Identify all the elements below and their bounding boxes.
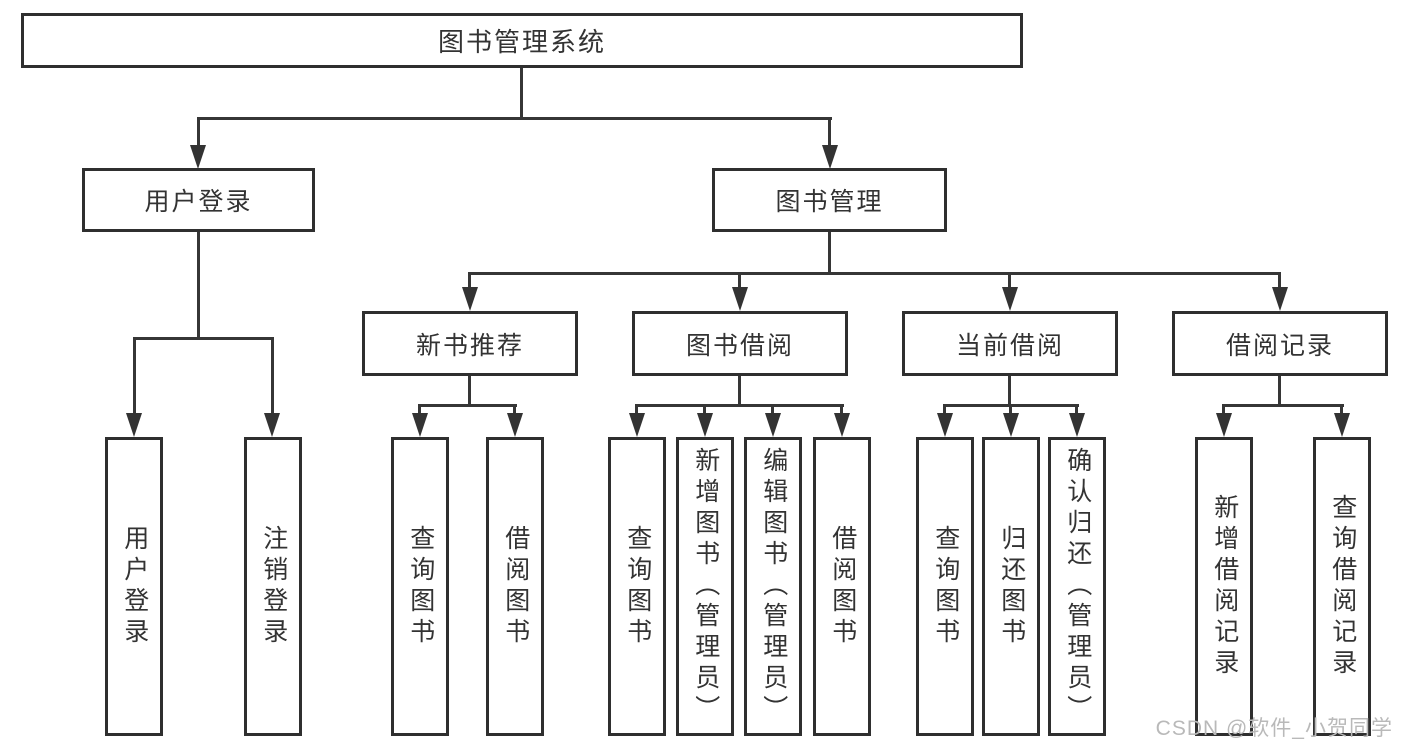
arrowhead-icon [697,413,713,437]
node-label: 新增图书（管理员） [691,447,720,726]
connector-line [468,376,471,406]
arrowhead-icon [629,413,645,437]
node-leaf-edit-books-admin: 编辑图书（管理员） [744,437,802,736]
node-new-book-recommend: 新书推荐 [362,311,578,376]
node-leaf-logout: 注销登录 [244,437,302,736]
node-label: 归还图书 [997,524,1026,649]
node-label: 新书推荐 [415,331,524,360]
arrowhead-icon [765,413,781,437]
node-label: 编辑图书（管理员） [759,447,788,726]
node-label: 图书借阅 [685,331,794,360]
arrowhead-icon [412,413,428,437]
node-user-login: 用户登录 [82,168,315,232]
connector-line [840,404,843,416]
arrowhead-icon [264,413,280,437]
connector-line [197,117,832,120]
connector-line [1278,272,1281,290]
connector-line [418,404,421,416]
connector-line [513,404,516,416]
connector-line [1009,404,1012,416]
node-label: 图书管理 [775,188,884,216]
node-label: 查询图书 [406,524,435,649]
node-leaf-borrow-books-recommend: 借阅图书 [486,437,544,736]
connector-line [197,232,200,337]
connector-line [828,117,831,147]
node-leaf-user-login: 用户登录 [105,437,163,736]
connector-line [271,337,274,415]
node-label: 用户登录 [144,188,253,216]
node-label: 查询图书 [931,524,960,649]
arrowhead-icon [822,145,838,169]
arrowhead-icon [1334,413,1350,437]
node-label: 用户登录 [120,524,149,649]
node-leaf-return-books: 归还图书 [982,437,1040,736]
arrowhead-icon [1003,413,1019,437]
connector-line [468,272,471,290]
node-leaf-borrow-books: 借阅图书 [813,437,871,736]
arrowhead-icon [732,287,748,311]
node-leaf-confirm-return-admin: 确认归还（管理员） [1048,437,1106,736]
connector-line [771,404,774,416]
arrowhead-icon [190,145,206,169]
connector-line [133,337,274,340]
node-label: 查询借阅记录 [1328,493,1357,680]
node-label: 注销登录 [259,524,288,649]
connector-line [1008,272,1011,290]
connector-line [1008,376,1011,406]
node-current-borrowing: 当前借阅 [902,311,1118,376]
arrowhead-icon [1216,413,1232,437]
connector-line [1222,404,1225,416]
connector-line [520,68,523,117]
node-borrow-records: 借阅记录 [1172,311,1388,376]
node-leaf-query-borrow-record: 查询借阅记录 [1313,437,1371,736]
node-label: 确认归还（管理员） [1063,447,1092,726]
node-label: 借阅记录 [1225,331,1334,360]
arrowhead-icon [126,413,142,437]
connector-line [635,404,638,416]
arrowhead-icon [1002,287,1018,311]
connector-line [635,404,844,407]
node-label: 借阅图书 [501,524,530,649]
node-label: 图书管理系统 [437,27,606,57]
node-book-borrowing: 图书借阅 [632,311,848,376]
node-leaf-query-books-current: 查询图书 [916,437,974,736]
node-leaf-query-books-borrowing: 查询图书 [608,437,666,736]
node-library-management-system: 图书管理系统 [21,13,1023,68]
arrowhead-icon [1272,287,1288,311]
connector-line [943,404,946,416]
connector-line [703,404,706,416]
connector-line [738,376,741,406]
arrowhead-icon [507,413,523,437]
arrowhead-icon [462,287,478,311]
connector-line [1075,404,1078,416]
node-label: 新增借阅记录 [1210,493,1239,680]
connector-line [418,404,517,407]
arrowhead-icon [1069,413,1085,437]
csdn-watermark: CSDN @软件_小贺同学 [1155,717,1393,740]
connector-line [468,272,1281,275]
node-leaf-add-borrow-record: 新增借阅记录 [1195,437,1253,736]
node-label: 借阅图书 [828,524,857,649]
connector-line [828,232,831,272]
connector-line [197,117,200,147]
arrowhead-icon [937,413,953,437]
connector-line [133,337,136,415]
connector-line [1278,376,1281,406]
node-label: 当前借阅 [955,331,1064,360]
node-book-management: 图书管理 [712,168,947,232]
connector-line [738,272,741,290]
connector-line [1340,404,1343,416]
node-leaf-query-books-recommend: 查询图书 [391,437,449,736]
node-leaf-add-books-admin: 新增图书（管理员） [676,437,734,736]
arrowhead-icon [834,413,850,437]
connector-line [1222,404,1344,407]
node-label: 查询图书 [623,524,652,649]
